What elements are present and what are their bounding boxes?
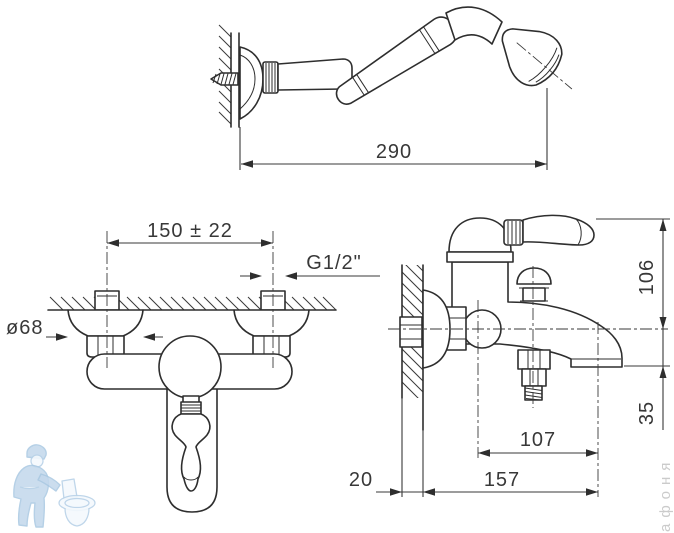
cap-and-lever-side bbox=[446, 214, 595, 263]
dim-reach-label: 157 bbox=[484, 469, 520, 491]
lever-handle-front bbox=[171, 395, 211, 492]
dim-height-label: 106 bbox=[636, 259, 658, 295]
handshower-outlet bbox=[517, 349, 551, 401]
front-view-mixer: 150 ± 22 G1/2" ø68 bbox=[6, 220, 380, 513]
shower-bracket bbox=[239, 46, 353, 120]
top-view-handshower: 290 bbox=[210, 6, 573, 170]
dim-escutcheon-label: ø68 bbox=[6, 317, 43, 339]
cartridge-cover-front bbox=[158, 335, 222, 399]
watermark-text: афоня bbox=[657, 457, 674, 532]
dim-rear-label: 20 bbox=[349, 469, 373, 491]
diverter-knob bbox=[516, 267, 552, 302]
plumber-logo-watermark bbox=[13, 444, 96, 528]
dim-offset-label: 107 bbox=[520, 429, 556, 451]
dim-drop-label: 35 bbox=[636, 401, 658, 425]
dim-thread-label: G1/2" bbox=[306, 252, 361, 274]
dim-centers-label: 150 ± 22 bbox=[147, 220, 233, 242]
dim-hose-reach-label: 290 bbox=[376, 141, 412, 163]
side-view-mixer: 106 35 107 20 157 bbox=[349, 214, 670, 497]
rear-tailpiece bbox=[399, 316, 423, 348]
wall-fixing-screw bbox=[210, 72, 239, 86]
handshower bbox=[335, 6, 573, 105]
